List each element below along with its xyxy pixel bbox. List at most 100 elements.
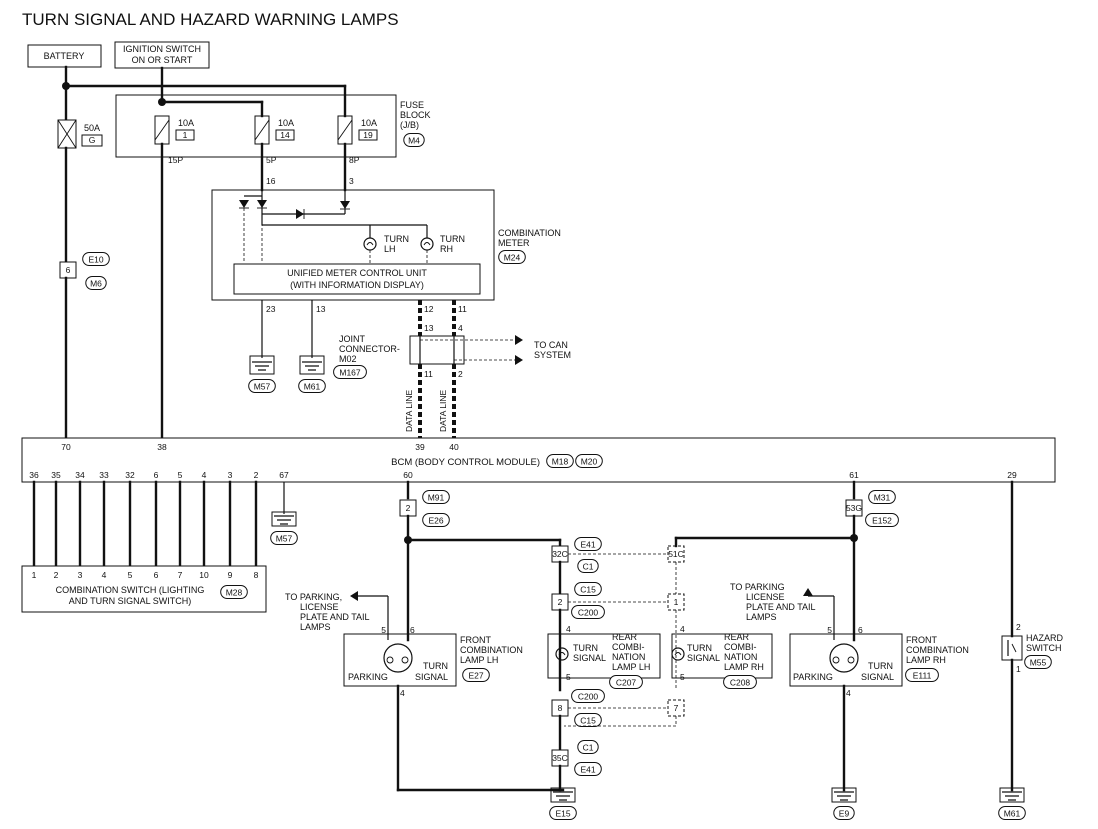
turn-label: TURN [868,661,893,671]
bcm-ground-m57-tag [270,531,298,545]
bcm-pin-67: 67 [279,470,289,480]
bcm-connector-m18-tag [546,454,574,468]
pin-4: 4 [846,688,851,698]
connector-m31-tag [868,490,896,504]
connector-c1-tag [577,740,599,754]
combination-switch-label: AND TURN SIGNAL SWITCH) [69,596,192,606]
fuse-block-connector-tag [403,133,425,147]
connector-c1: C1 [583,742,594,752]
switch-pin-3: 3 [78,570,83,580]
pin-7: 7 [674,703,679,713]
fuse-1-icon [154,119,170,141]
switch-pin-10: 10 [199,570,209,580]
connector-c1: C1 [583,561,594,571]
pin-5p: 5P [266,155,277,165]
pin-5-rear-rh: 5 [680,672,685,682]
ground-m61-tag [998,806,1026,820]
connector-c208-tag [723,675,757,689]
ground-e15-tag [549,806,577,820]
pin-5: 5 [827,625,832,635]
turn-lh-indicator-icon [363,237,377,251]
connector-e152-tag [865,513,899,527]
pin-2-hazard: 2 [1016,622,1021,632]
pin-13: 13 [316,304,326,314]
ground-e9-box [831,787,857,803]
rear-combination-lamp-rh-label: REAR [724,632,750,642]
unified-meter-control-unit-label: UNIFIED METER CONTROL UNIT [287,268,427,278]
fuse-1-number-box [175,129,195,141]
pin-2-c15: 2 [558,597,563,607]
fuse-2-number-box [275,129,295,141]
switch-pin-4: 4 [102,570,107,580]
pin-5: 5 [381,625,386,635]
fuse-block-label: FUSE [400,100,424,110]
bcm-pin-2: 2 [254,470,259,480]
combination-meter-box [211,189,495,301]
combination-switch-connector: M28 [226,587,243,597]
pin-32c: 32C [552,549,568,559]
can-arrow-icon [515,355,523,365]
joint-connector-connector: M167 [339,367,361,377]
pin-2-joint: 2 [458,369,463,379]
ground-icon [252,361,272,371]
rear-combination-lamp-lh-label: COMBI- [612,642,645,652]
pin-6: 6 [66,265,71,275]
ground-m57-tag [248,379,276,393]
battery-box [27,44,102,68]
fuse-3-number-box [358,129,378,141]
connector-e26-tag [422,513,450,527]
pin-23: 23 [266,304,276,314]
pin-35c: 35C [552,753,568,763]
pin-4-rear-lh: 4 [566,624,571,634]
signal-label: SIGNAL [415,672,448,682]
rear-lh-bulb-icon [555,647,569,661]
hazard-switch-connector: M55 [1030,657,1047,667]
connector-c208: C208 [730,677,751,687]
bcm-pin-35: 35 [51,470,61,480]
joint-connector-label: M02 [339,354,357,364]
fuse-3-number: 19 [363,130,373,140]
front-lh-bulb-icon [401,656,409,664]
rear-rh-bulb-icon [674,652,682,656]
ground-m57-box [249,355,275,375]
front-rh-bulb-icon [829,643,859,673]
fusible-link-amp: 50A [84,123,100,133]
rear-combination-lamp-rh-label: COMBI- [724,642,757,652]
front-combination-lamp-lh-label: FRONT [460,635,491,645]
bcm-pin-4: 4 [202,470,207,480]
pin-1-c15: 1 [674,597,679,607]
pin-61: 61 [849,470,859,480]
connector-e10: E10 [88,254,103,264]
bcm-ground-box [271,511,297,527]
connector-e111: E111 [913,670,932,680]
pin-4-rear-rh: 4 [680,624,685,634]
ground-icon [274,515,294,525]
parking-lamp-label-lh: TO PARKING, [285,592,342,602]
page-title: TURN SIGNAL AND HAZARD WARNING LAMPS [22,10,399,29]
connector-e41-tag [574,762,602,776]
fuse-block-label: (J/B) [400,120,419,130]
ground-m57: M57 [254,381,271,391]
connector-e10-tag [82,252,110,266]
switch-pin-5: 5 [128,570,133,580]
parking-label: PARKING [793,672,833,682]
ground-icon [1002,791,1022,801]
ignition-switch-label: IGNITION SWITCH [123,44,201,54]
turn-label: TURN [573,643,598,653]
rear-combination-lamp-lh-label: REAR [612,632,638,642]
switch-pin-9: 9 [228,570,233,580]
turn-rh-indicator-label: RH [440,244,453,254]
rear-rh-bulb-icon [671,647,685,661]
can-arrow-icon [515,335,523,345]
parking-arrow-icon [350,591,358,601]
pin-6-lamp-rh: 6 [858,625,863,635]
connector-m6-tag [85,276,107,290]
fuse-2-amp: 10A [278,118,294,128]
signal-label: SIGNAL [687,653,720,663]
pin-4-joint: 4 [458,323,463,333]
bcm-pin-5: 5 [178,470,183,480]
wiring-labels: TURN SIGNAL AND HAZARD WARNING LAMPSBATT… [22,10,1064,818]
connector-m6: M6 [90,278,102,288]
front-combination-lamp-lh-box [343,633,457,687]
hazard-switch-label: HAZARD [1026,633,1064,643]
